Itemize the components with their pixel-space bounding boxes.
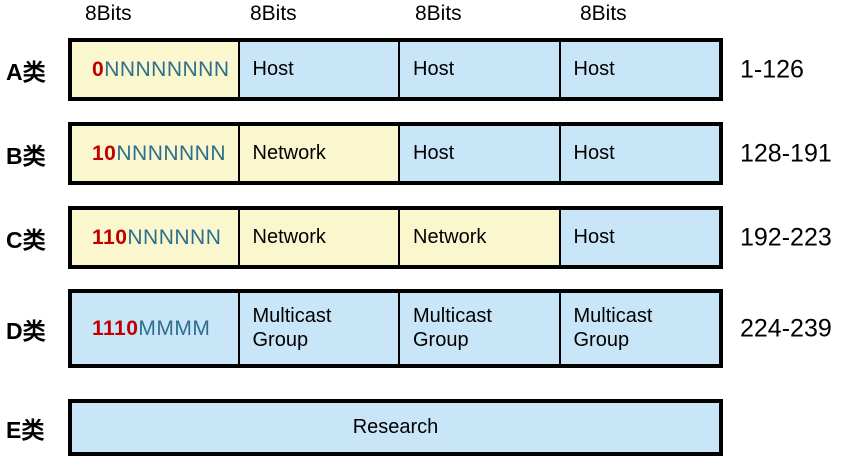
address-range: 224-239 <box>740 314 832 342</box>
address-range: 128-191 <box>740 139 832 167</box>
octet-cell: Host <box>558 126 719 181</box>
bit-placeholder: NNNNNNNN <box>104 57 230 81</box>
address-range: 1-126 <box>740 55 804 83</box>
bit-width-header: 8Bits <box>250 2 297 25</box>
octet-cell-label: Multicast Group <box>252 304 332 351</box>
octet-cell: Host <box>558 42 719 97</box>
class-label: E类 <box>6 416 45 443</box>
octet-cell-label: Research <box>352 416 439 438</box>
octet-cell: Network <box>237 126 398 181</box>
class-label: A类 <box>6 58 46 85</box>
bit-prefix: 10 <box>92 141 117 165</box>
address-range: 192-223 <box>740 223 832 251</box>
octet-cell: Multicast Group <box>558 293 719 364</box>
octet-cell-label: Host <box>252 58 294 80</box>
bit-prefix: 0 <box>92 57 105 81</box>
octet-cell: Host <box>398 126 559 181</box>
octet-box: Research <box>68 399 723 456</box>
octet-cell-label: Network <box>413 226 487 248</box>
bit-prefix: 110 <box>92 225 128 249</box>
bit-prefix: 1110 <box>92 316 139 340</box>
octet-cell-label: Host <box>413 58 455 80</box>
octet-cell: Host <box>558 210 719 265</box>
octet-cell: Network <box>398 210 559 265</box>
class-label: C类 <box>6 226 46 253</box>
octet-cell-label: Multicast Group <box>573 304 653 351</box>
octet-cell-label: Network <box>252 226 326 248</box>
octet-cell-label: Network <box>252 142 326 164</box>
class-label: D类 <box>6 317 46 344</box>
octet-cell-label: Host <box>413 142 455 164</box>
octet-cell-label: Host <box>573 226 615 248</box>
bit-width-header: 8Bits <box>415 2 462 25</box>
bit-placeholder: NNNNNNN <box>116 141 227 165</box>
octet-cell: Host <box>237 42 398 97</box>
octet-cell: Host <box>398 42 559 97</box>
class-label: B类 <box>6 142 46 169</box>
bit-placeholder: NNNNNN <box>127 225 222 249</box>
bit-width-header: 8Bits <box>580 2 627 25</box>
octet-cell-label: Multicast Group <box>413 304 492 351</box>
octet-cell: Research <box>72 403 719 452</box>
octet-cell: Network <box>237 210 398 265</box>
octet-cell: Multicast Group <box>237 293 398 364</box>
octet-cell-label: Host <box>573 142 615 164</box>
octet-cell: Multicast Group <box>398 293 559 364</box>
bit-width-header: 8Bits <box>85 2 132 25</box>
octet-cell-label: Host <box>573 58 615 80</box>
bit-placeholder: MMMM <box>138 316 211 340</box>
class-row: E类 Research <box>0 399 864 456</box>
